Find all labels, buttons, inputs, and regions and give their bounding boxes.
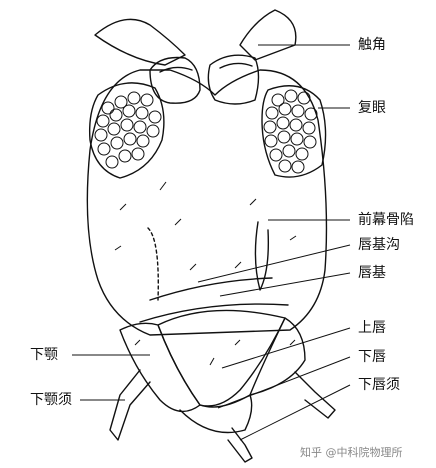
eye-facets [94, 89, 318, 174]
right-maxillary-palp [294, 371, 336, 419]
labial-palp [227, 427, 253, 463]
label-labrum: 上唇 [358, 320, 386, 336]
left-antenna [94, 18, 186, 66]
label-labial-palp: 下唇须 [358, 377, 400, 393]
setae [114, 181, 297, 366]
clypeus-lower [139, 303, 289, 323]
label-labium: 下唇 [358, 349, 386, 365]
label-mandible: 下颚 [30, 347, 58, 363]
right-compound-eye [261, 85, 327, 178]
label-clypeal-suture: 唇基沟 [358, 237, 400, 253]
left-maxillary-palp [109, 369, 151, 441]
leader-lines [72, 44, 351, 441]
label-anterior-tentorial-pit: 前幕骨陷 [358, 212, 414, 228]
head-capsule [86, 69, 328, 336]
left-compound-eye [88, 82, 165, 179]
right-scape [207, 54, 260, 105]
label-antenna: 触角 [358, 37, 386, 53]
label-clypeus: 唇基 [358, 265, 386, 281]
clypeal-suture-line [149, 277, 273, 301]
right-tentorial-arm [254, 221, 270, 291]
left-tentorial-arm [147, 227, 159, 301]
right-antenna [239, 9, 297, 61]
label-maxillary-palp: 下颚须 [30, 392, 72, 408]
label-compound-eye: 复眼 [358, 100, 386, 116]
labium-shape [179, 394, 253, 434]
watermark-text: 知乎 @中科院物理所 [300, 446, 403, 459]
left-mandible [119, 322, 201, 413]
